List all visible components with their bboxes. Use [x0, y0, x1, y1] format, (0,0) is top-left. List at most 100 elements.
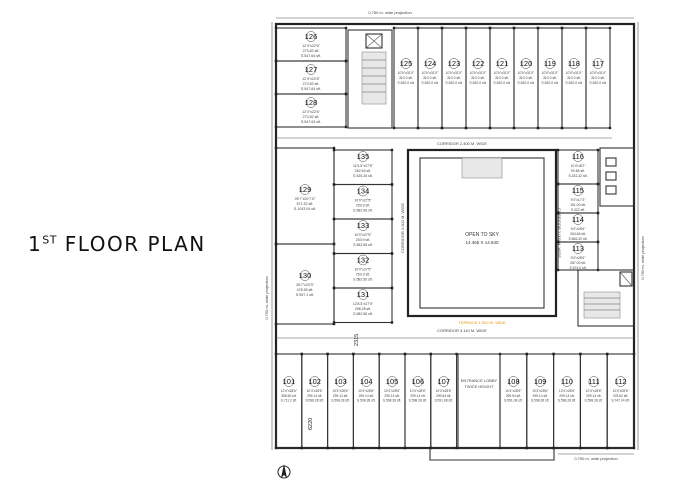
shop-area: 310.0 sft.	[543, 76, 557, 80]
shop-number: 101	[283, 377, 296, 386]
shop-dimensions: 11'5.5"x27'5"	[353, 164, 374, 168]
shop-number: 110	[561, 377, 573, 386]
corridor-right-label: CORRIDOR 3.000 M. WIDE	[557, 208, 562, 258]
shop-area: 299.14 sft.	[559, 394, 574, 398]
shop-number-circle	[544, 58, 556, 69]
shop-area: 273.82 sft.	[303, 82, 320, 86]
toilet-block	[599, 147, 635, 207]
shop-number: 126	[305, 32, 318, 41]
shop-saleable-area: S.181.32 sft.	[568, 174, 587, 178]
shop-number-circle	[520, 58, 532, 69]
shop-saleable-area: S.547.64 sft.	[301, 54, 321, 58]
shop-area: 355.60 sft.	[281, 394, 296, 398]
terrace-label: TERRACE 1.500 M. WIDE	[458, 320, 506, 325]
shop-area: 273.82 sft.	[303, 115, 320, 119]
shop-number-circle	[305, 64, 317, 75]
shop-dimensions: 10'0"x31'0"	[422, 71, 440, 75]
shop-number-circle	[305, 31, 317, 42]
shop-number-circle	[357, 289, 369, 300]
shop-number: 129	[299, 185, 312, 194]
shop-number-circle	[508, 376, 519, 387]
shop-saleable-area: S.598.28 sft.	[331, 399, 350, 403]
shop-number-circle	[361, 376, 372, 387]
shop-number: 135	[357, 152, 370, 161]
shop-number: 112	[615, 377, 627, 386]
shop-dimensions: 10'0"x31'0"	[494, 71, 512, 75]
shop-number: 117	[592, 59, 604, 68]
shop-number: 120	[520, 59, 533, 68]
dimension-2315: 2315	[354, 334, 360, 346]
shop-area: 310.0 sft.	[519, 76, 533, 80]
shop-area: 378.62 sft.	[613, 394, 628, 398]
shop-area: 264.66 sft.	[570, 232, 586, 236]
shop-number: 105	[386, 377, 399, 386]
shop-number: 131	[357, 290, 370, 299]
shop-saleable-area: S.525.26 sft.	[353, 174, 373, 178]
shop-number-circle	[615, 376, 626, 387]
shop-dimensions: 26'7"x23'3"	[296, 283, 314, 287]
shop-saleable-area: S.574.0 sft.	[569, 266, 586, 270]
shop-saleable-area: S.547.64 sft.	[301, 87, 321, 91]
shop-number: 125	[400, 59, 413, 68]
entrance-lobby-label: ENTRANCE LOBBY	[461, 378, 498, 383]
shop-area: 299.14 sft.	[384, 394, 399, 398]
shop-dimensions: 9'4"x28'6"	[571, 227, 587, 231]
shop-saleable-area: S.711.2 sft.	[281, 399, 298, 403]
shop-area: 253.9 sft.	[356, 273, 370, 277]
shop-number: 104	[360, 377, 373, 386]
shop-saleable-area: S.547.64 sft.	[301, 120, 321, 124]
shop-number-circle	[305, 97, 317, 108]
shop-area: 253.9 sft.	[356, 238, 370, 242]
shop-area: 299.14 sft.	[359, 394, 374, 398]
shop-number-circle	[357, 185, 369, 197]
title-superscript: ST	[42, 233, 57, 247]
shop-number: 108	[507, 377, 520, 386]
shop-saleable-area: S.620.0 sft.	[589, 81, 606, 85]
shop-area: 310.0 sft.	[567, 76, 581, 80]
shop-dimensions: 10'0"x27'5"	[354, 233, 372, 237]
shop-number: 121	[496, 59, 509, 68]
shop-saleable-area: S.591.08 sft.	[504, 399, 523, 403]
shop-number: 130	[299, 271, 312, 280]
shop-number: 113	[572, 244, 584, 253]
bottom-projection-label: 0.750 m. wide projection	[574, 456, 617, 461]
shop-number: 133	[357, 221, 370, 230]
shop-dimensions: 10'4"x28'6"	[505, 389, 522, 393]
shop-number-circle	[592, 58, 604, 69]
shop-dimensions: 12'4"x22'6"	[302, 44, 320, 48]
shop-number: 122	[472, 59, 485, 68]
shop-dimensions: 10'4"x28'6"	[307, 389, 324, 393]
shop-area: 299.14 sft.	[410, 394, 425, 398]
shop-number: 107	[437, 377, 450, 386]
shop-number-circle	[357, 254, 369, 266]
corridor-bottom-label: CORRIDOR 3.110 M. WIDE	[437, 328, 487, 333]
shop-dimensions: 10'4"x28'6"	[436, 389, 453, 393]
shop-number: 134	[357, 187, 370, 196]
shop-number-circle	[335, 376, 346, 387]
shop-number: 115	[572, 186, 584, 195]
dimension-6220: 6220	[308, 418, 314, 430]
shop-saleable-area: S.620.0 sft.	[541, 81, 558, 85]
shop-area: 299.14 sft.	[586, 394, 601, 398]
shop-saleable-area: S.598.28 sft.	[558, 399, 577, 403]
shop-saleable-area: S.591.08 sft.	[434, 399, 453, 403]
shop-saleable-area: S.582.56 sft.	[353, 278, 373, 282]
shop-number: 118	[568, 59, 580, 68]
